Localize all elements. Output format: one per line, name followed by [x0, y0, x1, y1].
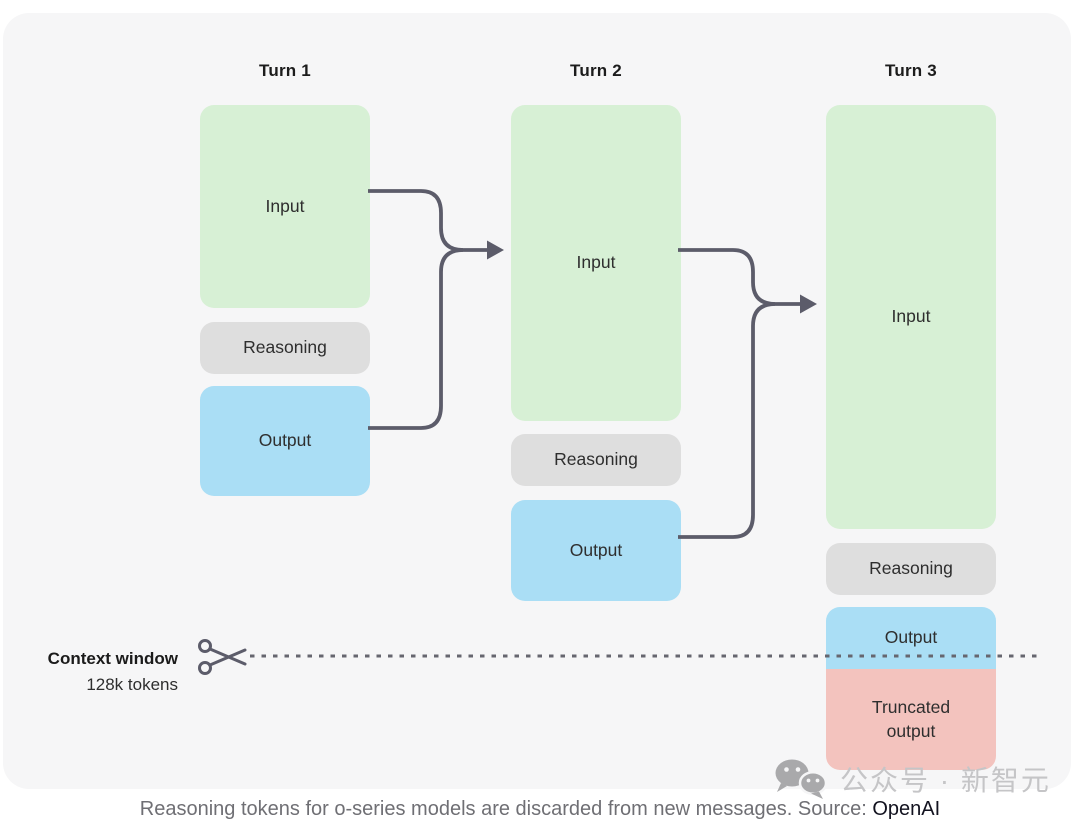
- context-window-title: Context window: [47, 649, 178, 668]
- caption-text: Reasoning tokens for o-series models are…: [139, 798, 873, 820]
- turn-1-input-label: Input: [265, 195, 305, 216]
- context-window-subtitle: 128k tokens: [86, 675, 178, 695]
- caption: Reasoning tokens for o-series models are…: [0, 798, 1080, 821]
- turn-3-output-label: Output: [884, 627, 938, 648]
- turn-1-header: Turn 1: [259, 61, 311, 80]
- turn-2-header: Turn 2: [570, 61, 622, 80]
- turn-1-reasoning-label: Reasoning: [243, 337, 327, 358]
- turn-1-reasoning-box: Reasoning: [200, 322, 370, 374]
- turn-3-reasoning-box: Reasoning: [826, 543, 996, 595]
- turn-2-output-box: Output: [511, 500, 681, 601]
- turn-3-reasoning-label: Reasoning: [869, 558, 953, 579]
- context-window-annotation: Context window 128k tokens: [23, 646, 178, 699]
- turn-3-input-box: Input: [826, 105, 996, 529]
- turn-2-output-label: Output: [569, 539, 623, 560]
- diagram-panel: Turn 1 Turn 2 Turn 3 Input Reasoning Out…: [3, 13, 1071, 789]
- turn-1-output-label: Output: [258, 430, 312, 451]
- turn-2-reasoning-label: Reasoning: [554, 449, 638, 470]
- turn-2-input-label: Input: [576, 252, 616, 273]
- turn-3-header: Turn 3: [885, 61, 937, 80]
- turn-1-output-box: Output: [200, 386, 370, 496]
- wechat-icon: [775, 759, 828, 799]
- turn-3-output-box: Output: [826, 607, 996, 669]
- caption-source-link[interactable]: OpenAI: [872, 798, 941, 820]
- turn-2-input-box: Input: [511, 105, 681, 421]
- watermark: 公众号 · 新智元: [772, 756, 1051, 802]
- watermark-text: 公众号 · 新智元: [840, 765, 1051, 796]
- turn-2-reasoning-box: Reasoning: [511, 434, 681, 486]
- turn-3-input-label: Input: [891, 306, 931, 327]
- turn-3-truncated-output-label: Truncated output: [871, 696, 951, 741]
- turn-1-input-box: Input: [200, 105, 370, 308]
- turn-3-truncated-output-box: Truncated output: [826, 669, 996, 770]
